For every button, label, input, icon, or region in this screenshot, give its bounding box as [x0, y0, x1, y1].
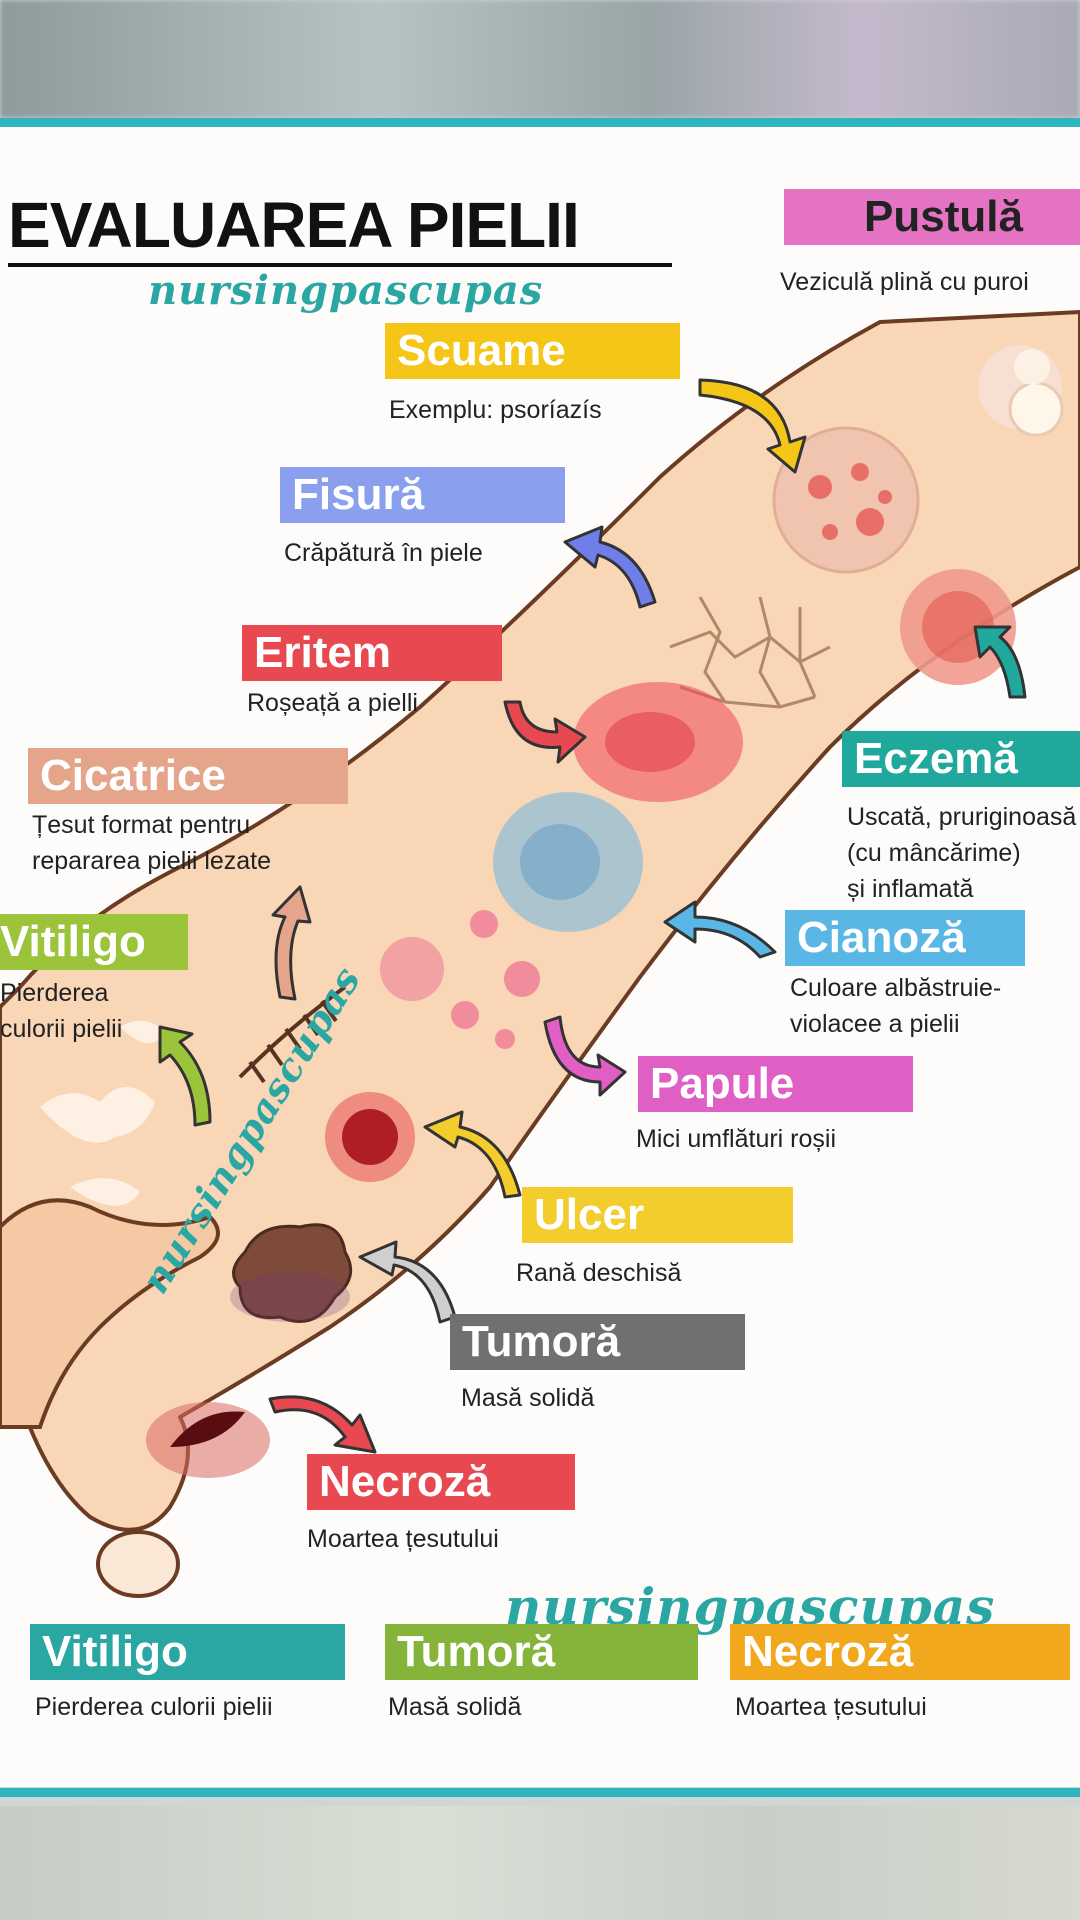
desc-necroza: Moartea țesutului [307, 1525, 499, 1553]
necroza-arrow [268, 1395, 377, 1454]
label-fisura: Fisură [280, 467, 565, 523]
label-papule: Papule [638, 1056, 913, 1112]
thumbnail [96, 1530, 180, 1598]
scar-stitches [238, 985, 347, 1084]
bottom-border [0, 1788, 1080, 1797]
label-vitiligo-side: Vitiligo [0, 914, 188, 970]
cyanosis-lesion [493, 792, 643, 932]
desc-eczema-2: (cu mâncărime) [847, 839, 1021, 867]
desc-eczema-1: Uscată, pruriginoasă [847, 803, 1077, 831]
desc-cicatrice-2: repararea pielii lezate [32, 847, 272, 875]
infographic-card: EVALUAREA PIELII nursingpascupas nursing… [0, 127, 1080, 1787]
scales-lesion [772, 426, 920, 574]
tumor-lesion [232, 1223, 353, 1323]
desc-eritem: Roșeață a pielli [247, 689, 418, 717]
thumb-shape [0, 1198, 220, 1429]
label-tumora: Tumoră [450, 1314, 745, 1370]
label-necroza: Necroză [307, 1454, 575, 1510]
desc-vitiligo-side-1: Pierderea [0, 979, 109, 1007]
label-pustula: Pustulă [784, 189, 1080, 245]
arrows [158, 378, 1027, 1454]
desc-vitiligo-side-2: culorii pielii [0, 1015, 123, 1043]
bottom-desc-vitiligo: Pierderea culorii pielii [35, 1693, 273, 1721]
desc-ulcer: Rană deschisă [516, 1259, 682, 1287]
ulcer-arrow [423, 1110, 522, 1199]
arm-illustration [0, 310, 1080, 1598]
vitiligo-arrow [158, 1025, 212, 1127]
scuame-arrow [698, 378, 807, 474]
label-cianoza: Cianoză [785, 910, 1025, 966]
page-title: EVALUAREA PIELII [8, 189, 580, 261]
desc-tumora: Masă solidă [461, 1384, 595, 1412]
bottom-desc-necroza: Moartea țesutului [735, 1693, 927, 1721]
papules-lesion [380, 910, 540, 1049]
label-eritem: Eritem [242, 625, 502, 681]
bottom-label-tumora: Tumoră [385, 1624, 698, 1680]
label-eczema: Eczemă [842, 731, 1080, 787]
tumor-arrow [358, 1240, 457, 1324]
label-scuame: Scuame [385, 323, 680, 379]
desc-cicatrice-1: Țesut format pentru [32, 811, 251, 839]
eritem-arrow [503, 700, 587, 764]
bottom-label-necroza: Necroză [730, 1624, 1070, 1680]
watermark-top: nursingpascupas [148, 267, 544, 314]
desc-pustula: Veziculă plină cu puroi [780, 268, 1029, 296]
eczema-arrow [973, 625, 1027, 699]
blurred-background-bottom [0, 1806, 1080, 1920]
title-underline [8, 263, 672, 267]
papule-arrow [543, 1015, 627, 1097]
bottom-desc-tumora: Masă solidă [388, 1693, 522, 1721]
desc-cianoza-2: violacee a pielii [790, 1010, 960, 1038]
label-ulcer: Ulcer [522, 1187, 793, 1243]
desc-cianoza-1: Culoare albăstruie- [790, 974, 1002, 1002]
bottom-label-vitiligo: Vitiligo [30, 1624, 345, 1680]
blurred-background-top [0, 0, 1080, 118]
desc-papule: Mici umflături roșii [636, 1125, 837, 1153]
label-cicatrice: Cicatrice [28, 748, 348, 804]
desc-fisura: Crăpătură în piele [284, 539, 483, 567]
cianoza-arrow [663, 900, 777, 959]
desc-eczema-3: și inflamată [847, 875, 974, 903]
cicatrice-arrow [271, 885, 312, 1001]
vitiligo-patches [40, 1020, 165, 1206]
desc-scuame: Exemplu: psoríazís [389, 396, 602, 424]
fisura-arrow [563, 525, 657, 609]
top-border [0, 118, 1080, 127]
